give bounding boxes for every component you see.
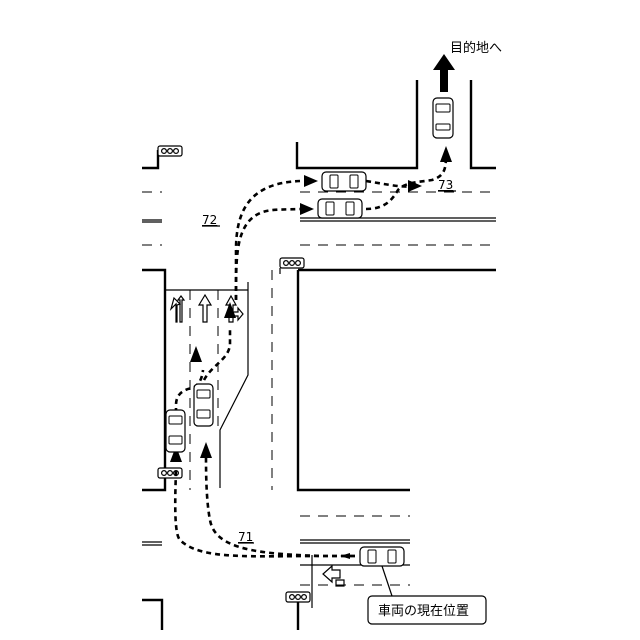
ref-73-label: 73 [438,178,453,192]
lane-arrow-left-straight-icon [171,296,184,322]
route-71b [206,455,355,556]
route-72-inner [236,209,300,300]
traffic-signal-icon-center [280,258,304,274]
traffic-signal-icon-top-left [158,146,182,156]
car-icon-upper-2 [318,199,362,218]
car-icon-current [360,547,404,566]
route-73 [366,181,415,187]
lane-arrow-left-turn-icon [323,566,344,586]
traffic-signal-icon-bottom-left [158,468,182,478]
car-icon-middle [194,384,213,426]
lane-arrows [171,295,344,586]
current-position-callout: 車両の現在位置 [368,566,486,624]
ref-72-label: 72 [202,213,217,227]
up-arrow-icon [433,54,455,92]
route-72-upper [236,181,300,300]
route-arrowheads [170,146,452,559]
lane-arrow-straight-icon [199,295,211,322]
car-icon-lower-left [166,410,185,452]
route-72-mid [204,328,230,380]
car-icon-upper-1 [322,172,366,191]
destination-label: 目的地へ [450,40,502,56]
current-position-label: 車両の現在位置 [378,604,469,619]
car-icon-north [433,98,453,138]
traffic-signal-icon-bottom [286,592,310,602]
ref-71-label: 71 [238,530,253,544]
